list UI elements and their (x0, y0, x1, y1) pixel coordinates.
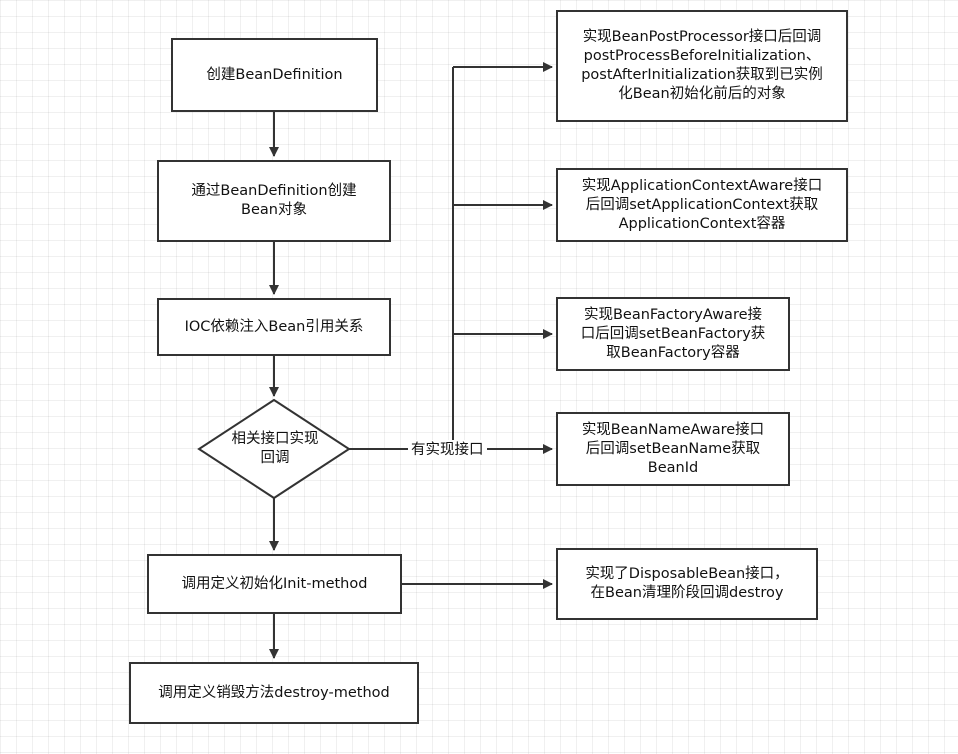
step-create-bean-definition: 创建BeanDefinition (171, 38, 378, 112)
callback-application-context-aware: 实现ApplicationContextAware接口 后回调setApplic… (556, 168, 848, 242)
step-init-method: 调用定义初始化Init-method (147, 554, 402, 614)
callback-bean-name-aware: 实现BeanNameAware接口 后回调setBeanName获取 BeanI… (556, 412, 790, 486)
callback-bean-post-processor: 实现BeanPostProcessor接口后回调 postProcessBefo… (556, 10, 848, 122)
step-create-bean-object: 通过BeanDefinition创建 Bean对象 (157, 160, 391, 242)
step-ioc-inject: IOC依赖注入Bean引用关系 (157, 298, 391, 356)
step-destroy-method: 调用定义销毁方法destroy-method (129, 662, 419, 724)
decision-diamond (197, 398, 351, 500)
branch-label: 有实现接口 (408, 440, 487, 460)
decision-callback-label: 相关接口实现 回调 (231, 431, 319, 466)
callback-bean-factory-aware: 实现BeanFactoryAware接 口后回调setBeanFactory获 … (556, 297, 790, 371)
callback-disposable-bean: 实现了DisposableBean接口， 在Bean清理阶段回调destroy (556, 548, 818, 620)
